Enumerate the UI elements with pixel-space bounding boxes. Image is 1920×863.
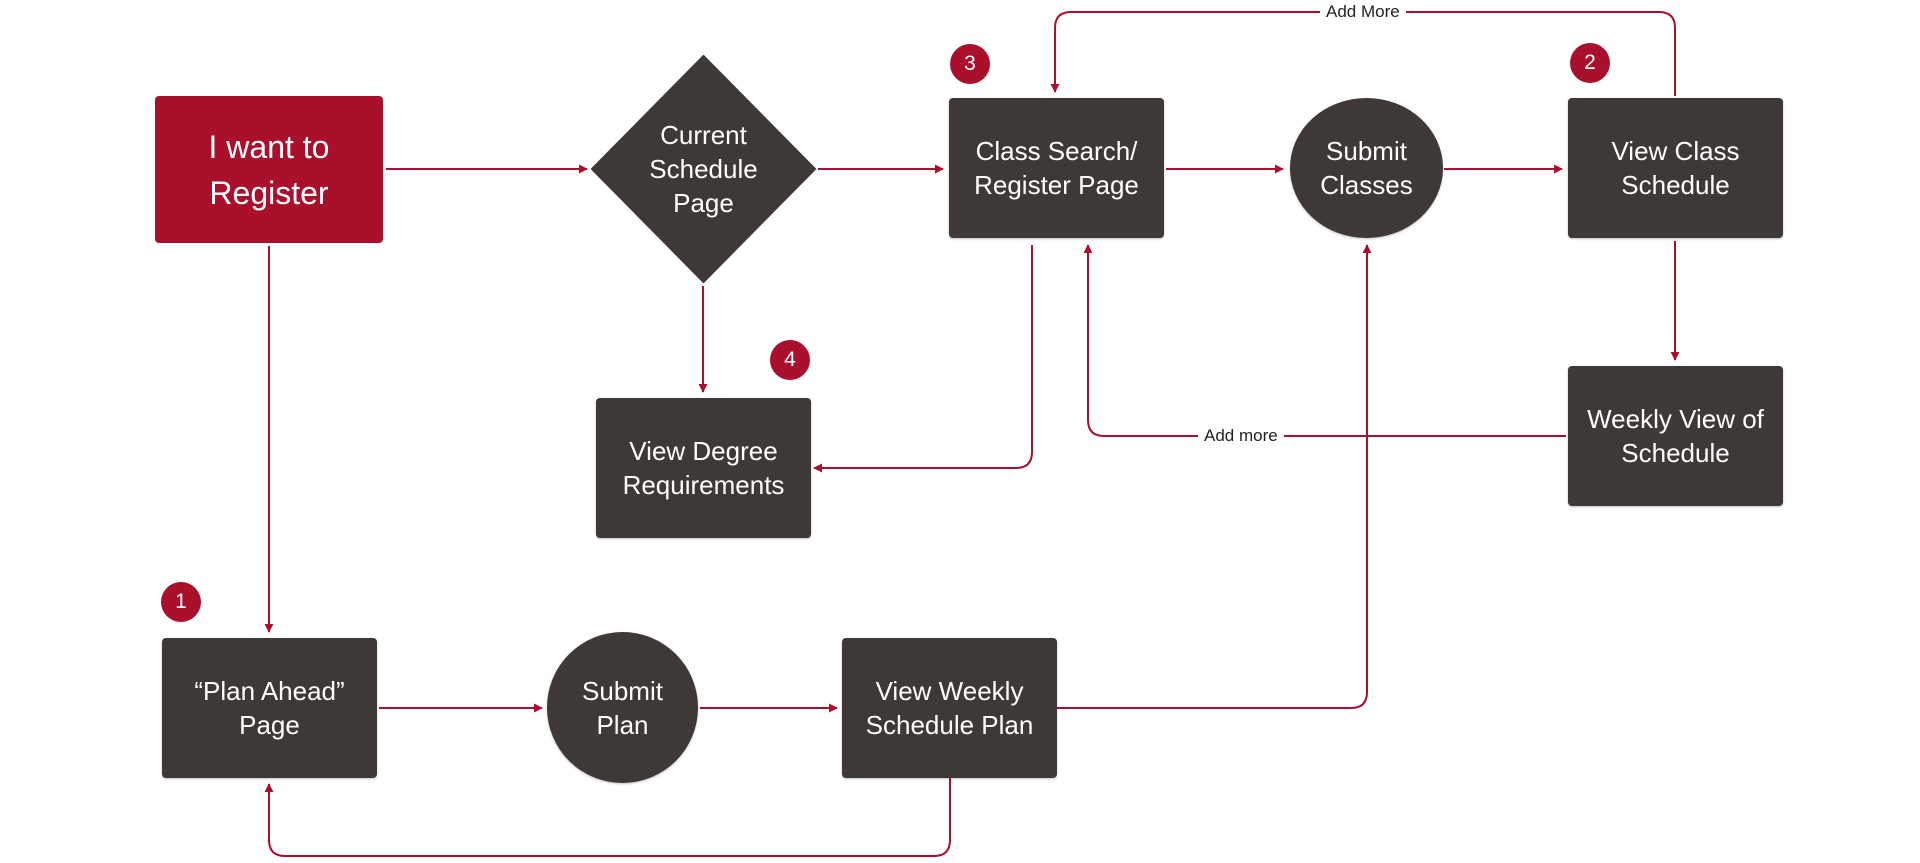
submit-classes-node: Submit Classes (1290, 98, 1443, 238)
view-class-schedule-node: View Class Schedule (1568, 98, 1783, 238)
step-badge-1: 1 (161, 582, 201, 622)
edge-weekly-to-class-search-add-more (1083, 244, 1566, 437)
start-node: I want to Register (155, 96, 383, 243)
edge-label-add-more-top: Add More (1320, 2, 1406, 22)
diamond-shape (591, 55, 816, 283)
view-degree-requirements-node: View Degree Requirements (596, 398, 811, 538)
edge-class-search-to-degree (813, 245, 1033, 473)
weekly-view-node: Weekly View of Schedule (1568, 366, 1783, 506)
current-schedule-decision: Current Schedule Page (590, 54, 817, 284)
plan-ahead-node: “Plan Ahead” Page (162, 638, 377, 778)
view-weekly-plan-node: View Weekly Schedule Plan (842, 638, 1057, 778)
submit-plan-node: Submit Plan (547, 632, 698, 783)
step-badge-4: 4 (770, 340, 810, 380)
step-badge-2: 2 (1570, 43, 1610, 83)
edge-weekly-plan-to-plan-ahead (264, 777, 951, 857)
step-badge-3: 3 (950, 44, 990, 84)
current-schedule-label: Current Schedule Page (649, 120, 758, 218)
class-search-node: Class Search/ Register Page (949, 98, 1164, 238)
edge-weekly-plan-to-submit-classes (1057, 244, 1372, 709)
edge-label-add-more-mid: Add more (1198, 426, 1284, 446)
